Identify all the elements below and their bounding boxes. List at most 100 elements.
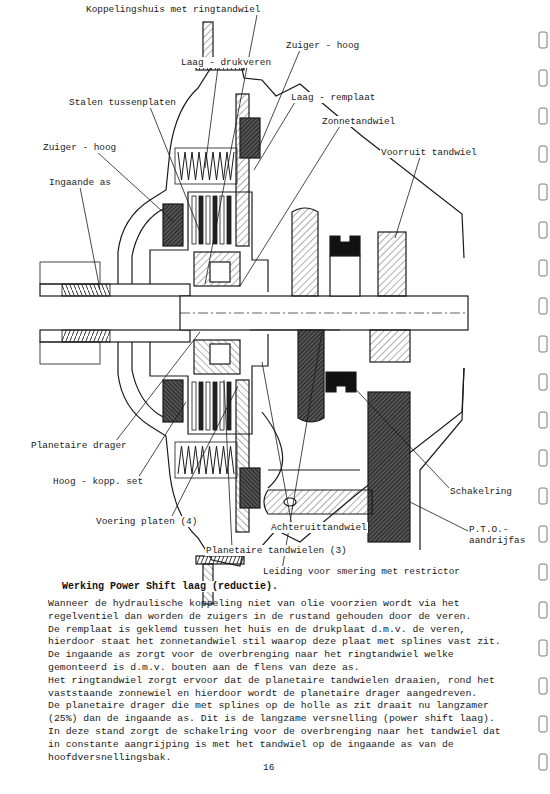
binder-mark xyxy=(539,488,547,504)
clutch-plate xyxy=(227,196,231,244)
leader-line xyxy=(240,126,340,286)
binder-mark xyxy=(539,374,547,390)
bearing xyxy=(40,262,100,284)
leader-line xyxy=(345,378,451,490)
housing-outline xyxy=(118,60,464,290)
brake-plate xyxy=(236,380,249,532)
section-heading: Werking Power Shift laag (reductie). xyxy=(62,581,278,592)
planet-gear xyxy=(210,344,230,364)
leader-line xyxy=(395,157,420,238)
binder-mark xyxy=(539,412,547,428)
forward-gear xyxy=(378,232,406,296)
shift-ring-lower xyxy=(326,372,356,392)
callout-label: Voering platen (4) xyxy=(95,516,198,527)
piston xyxy=(163,204,183,246)
binder-mark xyxy=(539,526,547,542)
leader-line xyxy=(262,362,292,526)
clutch-plate xyxy=(206,196,210,244)
callout-label: Schakelring xyxy=(449,486,513,497)
callout-label: Leiding voor smering met restrictor xyxy=(262,566,461,577)
binder-mark xyxy=(539,184,547,200)
callout-label: Zuiger - hoog xyxy=(42,142,117,153)
paragraph: De planetaire drager die met splines op … xyxy=(48,700,506,726)
illustration xyxy=(40,10,547,770)
binder-mark xyxy=(539,564,547,580)
binder-mark xyxy=(539,70,547,86)
clutch-plate xyxy=(192,382,196,430)
callout-label: Laag - drukveren xyxy=(180,57,272,68)
leader-line xyxy=(282,332,322,570)
paragraph: In deze stand zorgt de schakelring voor … xyxy=(48,726,506,764)
callout-label: Stalen tussenplaten xyxy=(68,97,177,108)
binder-mark xyxy=(539,678,547,694)
leader-line xyxy=(224,380,232,548)
callout-label: Achteruittandwiel xyxy=(270,522,368,533)
paragraph: Het ringtandwiel zorgt ervoor dat de pla… xyxy=(48,675,506,701)
page-number: 16 xyxy=(262,762,275,773)
shaft-splines xyxy=(62,330,110,342)
shift-ring-upper xyxy=(330,236,360,256)
callout-label: Hoog - kopp. set xyxy=(52,476,144,487)
leader-line xyxy=(136,402,186,481)
upper-half xyxy=(40,22,464,296)
clutch-plate xyxy=(199,196,203,244)
hollow-shaft xyxy=(180,296,468,330)
binder-mark xyxy=(539,450,547,466)
callout-label: Zonnetandwiel xyxy=(321,116,396,127)
lower-half xyxy=(40,330,464,604)
piston-high xyxy=(240,468,260,508)
callout-label: P.T.O.- aandrijfas xyxy=(468,524,534,546)
piston-high xyxy=(240,118,260,158)
body-text: Wanneer de hydraulische koppeling niet v… xyxy=(48,598,506,764)
ring-gear xyxy=(194,340,240,374)
clutch-plate xyxy=(206,382,210,430)
clutch-plate xyxy=(220,382,224,430)
leader-line xyxy=(112,332,200,446)
paragraph: De ingaande as zorgt voor de overbrengin… xyxy=(48,649,506,675)
binder-mark xyxy=(539,716,547,732)
pto-gear-stack xyxy=(368,392,410,542)
binder-mark xyxy=(539,108,547,124)
input-shaft xyxy=(40,284,190,296)
callout-label: Ingaande as xyxy=(48,177,112,188)
callout-label: Zuiger - hoog xyxy=(285,40,360,51)
reverse-shaft xyxy=(264,490,372,514)
synchro-hub xyxy=(330,256,360,296)
clutch-plate xyxy=(213,382,217,430)
drum xyxy=(150,334,268,434)
binder-mark xyxy=(539,260,547,276)
paragraph: Wanneer de hydraulische koppeling niet v… xyxy=(48,598,506,624)
shaft-splines xyxy=(62,284,110,296)
drum xyxy=(150,192,268,292)
binder-mark xyxy=(539,754,547,770)
ring-gear xyxy=(194,252,240,286)
oil-line xyxy=(250,330,340,331)
binder-mark xyxy=(539,602,547,618)
binder-mark xyxy=(539,146,547,162)
callout-label: Koppelingshuis met ringtandwiel xyxy=(85,4,261,15)
forward-gear-lower xyxy=(370,330,410,362)
leader-line xyxy=(80,187,100,290)
planet-gear xyxy=(210,262,230,282)
callout-label: Planetaire drager xyxy=(30,440,128,451)
bolt xyxy=(196,556,244,564)
binder-mark xyxy=(539,640,547,656)
binder-mark xyxy=(539,32,547,48)
gear-upper xyxy=(292,208,318,296)
leader-line xyxy=(254,102,295,170)
binder-mark xyxy=(539,222,547,238)
leader-line xyxy=(410,502,470,532)
leader-line xyxy=(150,107,200,232)
leader-line xyxy=(205,67,218,168)
center-line xyxy=(180,313,468,314)
clutch-plate xyxy=(213,196,217,244)
stud xyxy=(203,22,213,62)
paragraph: De remplaat is geklemd tussen het huis e… xyxy=(48,624,506,650)
lower-housing xyxy=(262,368,464,550)
input-shaft xyxy=(40,330,190,342)
binder-mark xyxy=(539,298,547,314)
piston xyxy=(163,380,183,422)
callout-label: Planetaire tandwielen (3) xyxy=(205,545,348,556)
brake-plate xyxy=(236,94,249,246)
bearing xyxy=(40,342,100,364)
